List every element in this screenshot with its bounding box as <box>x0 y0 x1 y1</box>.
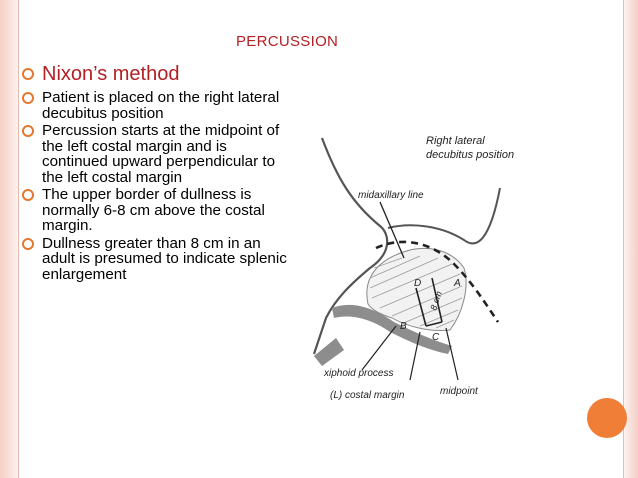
spleen-percussion-diagram: Right lateral decubitus position midaxil… <box>312 135 514 401</box>
heading-text: Nixon’s method <box>42 63 180 85</box>
xiphoid-label: xiphoid process <box>323 368 393 379</box>
bullet-icon <box>22 125 34 137</box>
measure-line-db <box>415 287 427 327</box>
point-c-label: C <box>432 332 440 343</box>
position-label-1: Right lateral <box>426 135 485 147</box>
spleen-hatching <box>369 255 463 329</box>
bullet-icon <box>22 237 34 250</box>
xiphoid-pointer <box>361 325 397 371</box>
bullet-icon <box>22 68 34 80</box>
bullet-text: Patient is placed on the right lateral d… <box>42 89 280 122</box>
measure-line-bc <box>425 321 443 327</box>
costal-margin-label: (L) costal margin <box>330 390 405 401</box>
midaxillary-dashed-line <box>375 240 500 323</box>
bullet-list: Nixon’s method Patient is placed on the … <box>20 62 292 284</box>
costal-pointer <box>409 331 421 381</box>
position-label-2: decubitus position <box>426 149 514 161</box>
point-b-label: B <box>400 321 407 332</box>
slide-title: PERCUSSION <box>236 33 339 50</box>
list-item: The upper border of dullness is normally… <box>20 187 292 234</box>
bullet-text: Dullness greater than 8 cm in an adult i… <box>42 234 287 283</box>
point-d-label: D <box>414 278 421 289</box>
slide-frame-right <box>624 0 638 478</box>
midaxillary-label: midaxillary line <box>358 190 424 201</box>
list-item-heading: Nixon’s method <box>20 62 292 86</box>
bullet-icon <box>22 189 34 201</box>
list-item: Patient is placed on the right lateral d… <box>20 90 292 121</box>
bullet-text: The upper border of dullness is normally… <box>42 186 265 234</box>
costal-margin-band <box>332 304 452 354</box>
xiphoid-shape <box>314 338 344 366</box>
bullet-text: Percussion starts at the midpoint of the… <box>42 122 280 186</box>
bullet-icon <box>22 92 34 104</box>
midaxillary-pointer <box>379 201 405 259</box>
slide-frame-left <box>0 0 18 478</box>
midpoint-label: midpoint <box>440 386 479 397</box>
frame-divider-left <box>18 0 19 478</box>
list-item: Percussion starts at the midpoint of the… <box>20 123 292 185</box>
midpoint-pointer <box>445 327 459 381</box>
frame-divider-right <box>623 0 624 478</box>
measure-line-ac <box>431 277 443 323</box>
body-outline <box>312 137 389 355</box>
point-a-label: A <box>453 278 461 289</box>
list-item: Dullness greater than 8 cm in an adult i… <box>20 234 292 283</box>
accent-circle-icon <box>587 398 627 438</box>
back-outline <box>387 187 501 245</box>
